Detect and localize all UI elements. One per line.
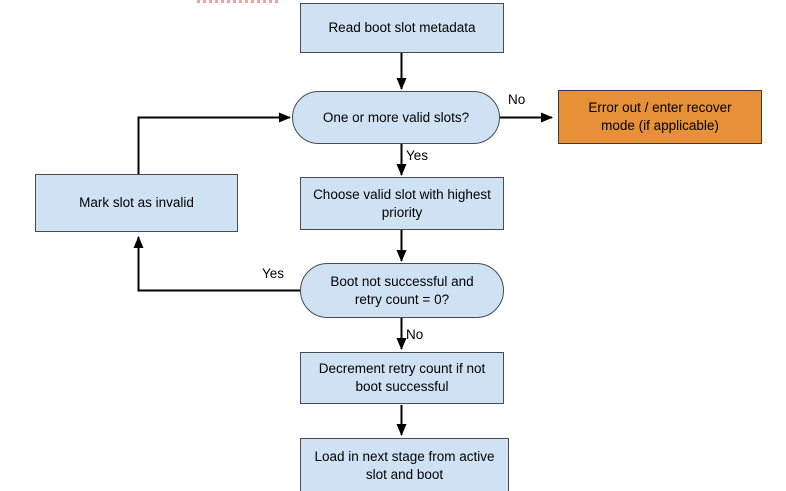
node-label: Boot not successful and retry count = 0? <box>330 273 474 307</box>
node-error-out-recover-mode: Error out / enter recover mode (if appli… <box>558 90 762 144</box>
edge-label-yes-to-choose: Yes <box>406 148 429 163</box>
node-label: Load in next stage from active slot and … <box>314 449 495 482</box>
node-label: Read boot slot metadata <box>328 20 476 36</box>
red-dotted-line <box>197 0 281 3</box>
node-label: Choose valid slot with highest priority <box>313 186 491 220</box>
edge-boot-to-mark <box>133 236 300 292</box>
node-boot-not-successful-check: Boot not successful and retry count = 0? <box>300 263 504 318</box>
edge-label-no-to-decrement: No <box>406 327 424 342</box>
node-one-or-more-valid-slots: One or more valid slots? <box>292 91 500 144</box>
node-label: Decrement retry count if not boot succes… <box>318 361 486 394</box>
node-choose-valid-slot: Choose valid slot with highest priority <box>300 177 504 230</box>
node-label: Error out / enter recover mode (if appli… <box>588 100 732 133</box>
edge-label-yes-to-mark: Yes <box>262 266 285 281</box>
node-mark-slot-invalid: Mark slot as invalid <box>35 174 238 232</box>
node-read-boot-slot-metadata: Read boot slot metadata <box>300 3 504 53</box>
node-label: Mark slot as invalid <box>79 195 194 211</box>
node-decrement-retry-count: Decrement retry count if not boot succes… <box>300 352 504 404</box>
node-load-next-stage: Load in next stage from active slot and … <box>300 438 509 491</box>
edge-mark-to-valid <box>137 112 291 174</box>
edge-label-no-to-error: No <box>508 92 526 107</box>
node-label: One or more valid slots? <box>322 109 470 125</box>
